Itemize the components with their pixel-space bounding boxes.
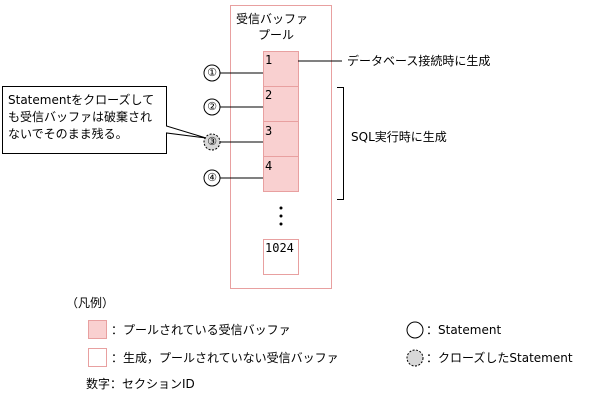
buffer-1024 [263, 239, 299, 275]
buffer-4 [263, 156, 299, 192]
buffer-label-1: 1 [265, 53, 273, 67]
callout-line-3: ないでそのまま残る。 [8, 127, 128, 141]
legend-unpooled-label: ：生成，プールされていない受信バッファ [111, 351, 339, 365]
sql-bracket [337, 87, 344, 200]
buffer-label-4: 4 [265, 159, 273, 173]
pool-title-line1: 受信バッファ [236, 12, 309, 26]
legend-pooled-label: ：プールされている受信バッファ [111, 323, 291, 337]
legend-heading: （凡例） [66, 296, 115, 310]
statement-1 [203, 64, 263, 82]
callout-line-1: Statementをクローズして [8, 93, 155, 107]
statement-3-closed [203, 133, 263, 151]
buffer-3 [263, 121, 299, 157]
marker-4: ④ [207, 171, 217, 184]
buffer-1 [263, 51, 299, 87]
marker-3: ③ [207, 135, 217, 148]
callout-box [2, 86, 207, 154]
buffer-label-2: 2 [265, 88, 273, 102]
legend-statement-label: ：Statement [426, 323, 502, 337]
marker-2: ② [207, 100, 217, 113]
pool-title-line2: プール [258, 28, 295, 42]
callout-line-2: も受信バッファは破棄され [8, 110, 153, 124]
legend-closed-statement-icon [406, 349, 424, 367]
legend-statement-icon [406, 321, 424, 339]
legend-pooled-swatch [88, 320, 107, 339]
sql-label: SQL実行時に生成 [351, 130, 447, 144]
ellipsis-dots [279, 206, 283, 226]
legend-closed-statement-label: ：クローズしたStatement [426, 351, 573, 365]
legend-unpooled-swatch [88, 348, 107, 367]
statement-4 [203, 169, 263, 187]
statement-2 [203, 98, 263, 116]
connect-label: データベース接続時に生成 [347, 54, 491, 68]
legend-number-note: 数字：セクションID [86, 377, 195, 391]
buffer-label-1024: 1024 [265, 241, 294, 255]
buffer-label-3: 3 [265, 124, 273, 138]
marker-1: ① [207, 66, 217, 79]
